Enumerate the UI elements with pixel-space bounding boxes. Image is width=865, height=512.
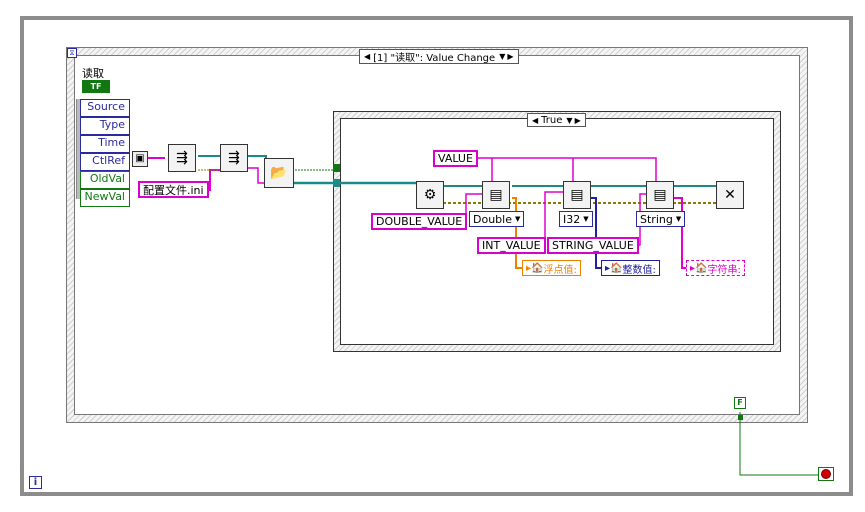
indicator-icon: ▸🏠 — [690, 262, 708, 274]
case-selector[interactable]: ◀ True ▼ ▶ — [527, 113, 586, 127]
int-wire — [591, 197, 602, 269]
read-key-function-icon[interactable]: ▤ — [482, 181, 510, 209]
chevron-down-icon[interactable]: ▼ — [514, 215, 521, 223]
chevron-down-icon[interactable]: ▼ — [583, 215, 589, 223]
type-ring-label: Double — [473, 212, 512, 226]
open-config-data-icon[interactable]: 📂 — [264, 158, 294, 188]
double-indicator[interactable]: ▸🏠浮点值: — [522, 260, 581, 276]
close-config-icon[interactable]: ✕ — [716, 181, 744, 209]
case-structure-content — [340, 118, 774, 345]
indicator-icon: ▸🏠 — [526, 262, 544, 274]
iteration-terminal-icon[interactable]: i — [29, 476, 42, 489]
event-data-node-bar — [76, 99, 80, 199]
file-path-constant[interactable]: 配置文件.ini — [138, 181, 209, 198]
indicator-label: 浮点值: — [543, 264, 577, 276]
indicator-icon: ▸🏠 — [605, 262, 623, 274]
increment-icon[interactable]: ▶ — [507, 52, 514, 61]
build-path-function-icon[interactable]: ⇶ — [220, 144, 248, 172]
type-ring-label: I32 — [563, 212, 581, 226]
loop-tunnel — [738, 415, 743, 420]
read-key-function-icon[interactable]: ▤ — [563, 181, 591, 209]
bool-wire — [739, 412, 818, 476]
string-wire — [248, 167, 266, 184]
refnum-tunnel[interactable] — [333, 179, 340, 187]
timeout-terminal-icon[interactable]: ⧖ — [67, 48, 77, 58]
double-wire — [512, 197, 522, 269]
int-indicator[interactable]: ▸🏠整数值: — [601, 260, 660, 276]
stop-terminal-icon[interactable] — [818, 467, 834, 481]
key-constant[interactable]: VALUE — [433, 150, 478, 167]
decrement-icon[interactable]: ◀ — [364, 52, 371, 61]
event-data-item[interactable]: Source — [80, 99, 130, 117]
string-wire — [674, 197, 688, 269]
event-data-item[interactable]: Time — [80, 135, 130, 153]
string-indicator[interactable]: ▸🏠字符串: — [686, 260, 745, 276]
event-data-item[interactable]: NewVal — [80, 189, 130, 207]
path-icon[interactable]: ▣ — [132, 151, 148, 167]
indicator-label: 字符串: — [707, 264, 741, 276]
event-data-node[interactable]: Source Type Time CtlRef OldVal NewVal — [80, 99, 130, 207]
false-constant[interactable]: F — [734, 397, 746, 409]
type-ring-label: String — [640, 212, 673, 226]
section-constant[interactable]: INT_VALUE — [477, 237, 546, 254]
case-label: True — [541, 114, 563, 126]
event-case-label: [1] "读取": Value Change — [373, 53, 496, 64]
type-ring[interactable]: String▼ — [636, 211, 686, 227]
string-wire — [476, 157, 657, 190]
event-data-item[interactable]: CtlRef — [80, 153, 130, 171]
decrement-icon[interactable]: ◀ — [532, 115, 539, 125]
build-path-function-icon[interactable]: ⇶ — [168, 144, 196, 172]
chevron-down-icon[interactable]: ▼ — [675, 215, 682, 223]
indicator-label: 整数值: — [622, 264, 656, 276]
increment-icon[interactable]: ▶ — [574, 115, 581, 125]
config-refnum-icon[interactable]: ⚙ — [416, 181, 444, 209]
read-key-function-icon[interactable]: ▤ — [646, 181, 674, 209]
button-label: 读取 — [82, 67, 104, 80]
case-selector-tunnel[interactable] — [333, 164, 340, 172]
event-data-item[interactable]: OldVal — [80, 171, 130, 189]
section-constant[interactable]: STRING_VALUE — [547, 237, 639, 254]
boolean-terminal[interactable]: TF — [82, 80, 110, 93]
type-ring[interactable]: Double▼ — [469, 211, 525, 227]
chevron-down-icon[interactable]: ▼ — [499, 52, 506, 61]
section-constant[interactable]: DOUBLE_VALUE — [371, 213, 468, 230]
type-ring[interactable]: I32▼ — [559, 211, 593, 227]
event-case-selector[interactable]: ◀ [1] "读取": Value Change ▼ ▶ — [359, 49, 519, 64]
chevron-down-icon[interactable]: ▼ — [566, 115, 573, 125]
event-data-item[interactable]: Type — [80, 117, 130, 135]
